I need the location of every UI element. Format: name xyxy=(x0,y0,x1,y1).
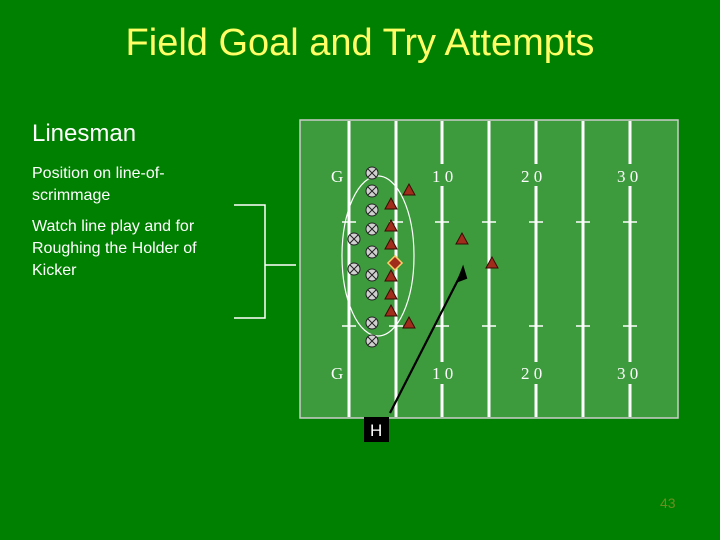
yard-label-10-bottom: 1 0 xyxy=(432,364,453,383)
offense-player-icon xyxy=(455,231,469,245)
offense-player-icon xyxy=(485,255,499,269)
linesman-zone xyxy=(341,175,415,337)
defender-icon xyxy=(365,222,379,236)
linesman-path-arrow xyxy=(389,264,468,414)
offense-player-icon xyxy=(402,315,416,329)
defender-icon xyxy=(347,232,361,246)
yard-label-10-top: 1 0 xyxy=(432,167,453,186)
official-marker: H xyxy=(364,417,389,442)
bullet-position: Position on line-of-scrimmage xyxy=(32,165,165,204)
offense-player-icon xyxy=(384,196,398,210)
yard-label-30-bottom: 3 0 xyxy=(617,364,638,383)
defender-icon xyxy=(365,166,379,180)
defense-players xyxy=(347,166,379,348)
defender-icon xyxy=(347,262,361,276)
offense-players xyxy=(384,182,499,329)
yard-label-30-top: 3 0 xyxy=(617,167,638,186)
defender-icon xyxy=(365,203,379,217)
official-label: H xyxy=(370,421,382,440)
bullet-watch-line-play: Watch line play and for Roughing the Hol… xyxy=(32,218,197,279)
slide-title: Field Goal and Try Attempts xyxy=(125,22,595,64)
yard-label-goal-bottom: G xyxy=(331,364,343,383)
defender-icon xyxy=(365,268,379,282)
offense-player-icon xyxy=(384,236,398,250)
defender-icon xyxy=(365,316,379,330)
yard-label-goal-top: G xyxy=(331,167,343,186)
defender-icon xyxy=(365,245,379,259)
offense-player-icon xyxy=(384,286,398,300)
yard-label-20-top: 2 0 xyxy=(521,167,542,186)
page-number: 43 xyxy=(660,495,676,511)
offense-player-icon xyxy=(384,303,398,317)
football-icon xyxy=(386,254,404,272)
section-heading: Linesman xyxy=(32,120,137,147)
offense-player-icon xyxy=(384,268,398,282)
yard-label-20-bottom: 2 0 xyxy=(521,364,542,383)
defender-icon xyxy=(365,334,379,348)
defender-icon xyxy=(365,184,379,198)
bracket xyxy=(234,204,296,319)
defender-icon xyxy=(365,287,379,301)
offense-player-icon xyxy=(402,182,416,196)
offense-player-icon xyxy=(384,218,398,232)
